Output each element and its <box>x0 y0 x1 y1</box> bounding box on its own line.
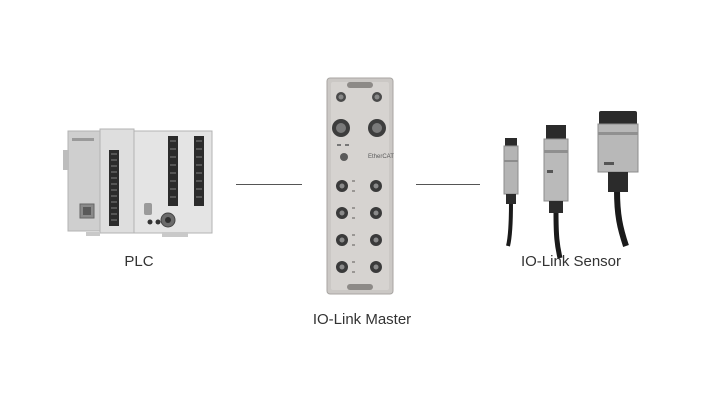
plc-device <box>63 128 213 237</box>
connector-plc-master <box>236 184 302 185</box>
master-brand-logo: EtherCAT <box>368 154 394 160</box>
plc-label: PLC <box>124 253 154 270</box>
io-link-sensor-label: IO-Link Sensor <box>520 253 622 270</box>
sensor-medium <box>543 125 569 259</box>
sensor-small <box>503 138 519 247</box>
io-link-master-label: IO-Link Master <box>312 311 412 328</box>
sensor-large <box>597 111 639 247</box>
io-link-master-device <box>326 77 394 295</box>
connector-master-sensor <box>416 184 480 185</box>
io-link-sensor-devices <box>503 111 639 259</box>
